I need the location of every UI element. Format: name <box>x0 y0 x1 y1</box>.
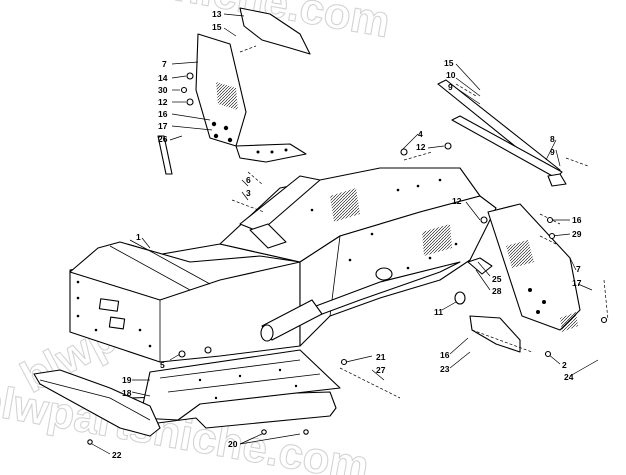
callout-2: 2 <box>562 360 567 370</box>
callout-9-rear: 9 <box>550 147 555 157</box>
rod <box>157 135 173 175</box>
rear-skid <box>469 315 521 353</box>
callout-24: 24 <box>564 372 574 382</box>
callout-29: 29 <box>572 229 582 239</box>
callout-16: 16 <box>158 109 168 119</box>
callout-30: 30 <box>158 85 168 95</box>
callout-18: 18 <box>122 388 132 398</box>
upper-beam <box>239 175 321 249</box>
callout-26: 26 <box>158 134 168 144</box>
callout-1: 1 <box>136 232 141 242</box>
callout-6: 6 <box>246 175 251 185</box>
callout-4: 4 <box>418 129 423 139</box>
callout-3: 3 <box>246 188 251 198</box>
fasteners <box>87 72 608 445</box>
steering-post <box>195 7 311 163</box>
callout-28: 28 <box>492 286 502 296</box>
tunnel <box>219 167 497 347</box>
callout-20: 20 <box>228 439 238 449</box>
callout-22: 22 <box>112 450 122 460</box>
rear-bumper-bar <box>437 79 567 187</box>
callout-12-right: 12 <box>452 196 462 206</box>
callout-25: 25 <box>492 274 502 284</box>
callout-15-rear: 15 <box>444 58 454 68</box>
callout-8: 8 <box>550 134 555 144</box>
callout-7-rear: 7 <box>576 264 581 274</box>
chassis <box>69 239 301 363</box>
callout-14: 14 <box>158 73 168 83</box>
callout-9: 9 <box>448 82 453 92</box>
callout-27: 27 <box>376 365 386 375</box>
callout-17-rear: 17 <box>572 278 582 288</box>
callout-17: 17 <box>158 121 168 131</box>
callout-7: 7 <box>162 59 167 69</box>
callout-10: 10 <box>446 70 456 80</box>
callout-12: 12 <box>158 97 168 107</box>
callout-13: 13 <box>212 9 222 19</box>
callout-19: 19 <box>122 375 132 385</box>
rear-plate <box>467 203 581 332</box>
callout-leaders <box>91 13 599 455</box>
callout-labels: 13 15 7 14 30 12 16 17 26 15 10 9 4 12 8… <box>112 9 582 460</box>
watermark-text-1: blwpartsniche.com <box>0 0 394 47</box>
front-bumper <box>33 369 161 437</box>
callout-11: 11 <box>434 307 443 317</box>
callout-12-mid: 12 <box>416 142 426 152</box>
callout-16-right: 16 <box>572 215 582 225</box>
callout-15: 15 <box>212 22 222 32</box>
callout-23: 23 <box>440 364 450 374</box>
callout-21: 21 <box>376 352 386 362</box>
callout-16-lower: 16 <box>440 350 450 360</box>
callout-5: 5 <box>160 360 165 370</box>
cross-shaft <box>260 291 466 342</box>
